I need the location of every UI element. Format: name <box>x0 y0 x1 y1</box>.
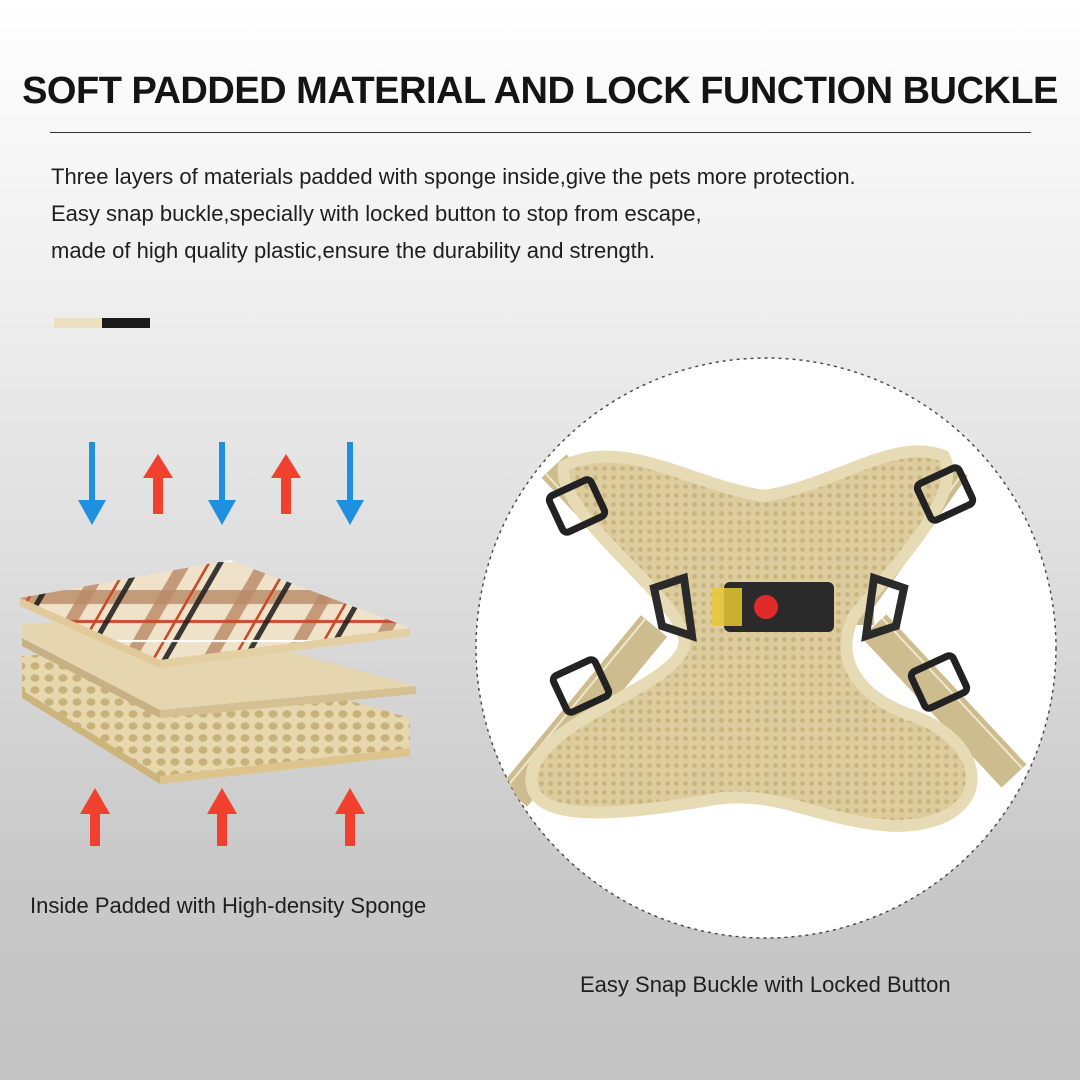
lock-button-icon <box>754 595 778 619</box>
layers-caption: Inside Padded with High-density Sponge <box>30 893 427 918</box>
arrow-up-icon <box>271 454 301 514</box>
slide-adjuster-icon <box>549 656 613 716</box>
harness-caption: Easy Snap Buckle with Locked Button <box>580 972 951 997</box>
plaid-fabric-layer <box>20 560 410 668</box>
color-swatch-black <box>102 318 150 328</box>
page-heading: SOFT PADDED MATERIAL AND LOCK FUNCTION B… <box>22 70 1058 112</box>
description-line: Easy snap buckle,specially with locked b… <box>51 201 702 226</box>
description: Three layers of materials padded with sp… <box>51 158 1011 269</box>
harness-photo <box>475 357 1057 939</box>
arrow-up-icon <box>80 788 110 846</box>
arrow-up-icon <box>335 788 365 846</box>
description-line: made of high quality plastic,ensure the … <box>51 238 656 263</box>
arrow-down-icon <box>78 442 106 525</box>
arrow-up-icon <box>143 454 173 514</box>
d-ring-icon <box>649 572 697 642</box>
description-line: Three layers of materials padded with sp… <box>51 164 856 189</box>
arrow-down-icon <box>336 442 364 525</box>
slide-adjuster-icon <box>913 464 977 524</box>
slide-adjuster-icon <box>545 476 609 536</box>
d-ring-icon <box>861 572 909 642</box>
color-swatch-beige <box>54 318 102 328</box>
arrow-down-icon <box>208 442 236 525</box>
color-swatch <box>54 318 150 328</box>
layers-illustration <box>20 442 416 846</box>
arrow-up-icon <box>207 788 237 846</box>
heading-divider <box>50 132 1031 133</box>
slide-adjuster-icon <box>907 652 971 712</box>
snap-buckle <box>712 582 834 632</box>
harness-chest-pad <box>525 445 978 833</box>
